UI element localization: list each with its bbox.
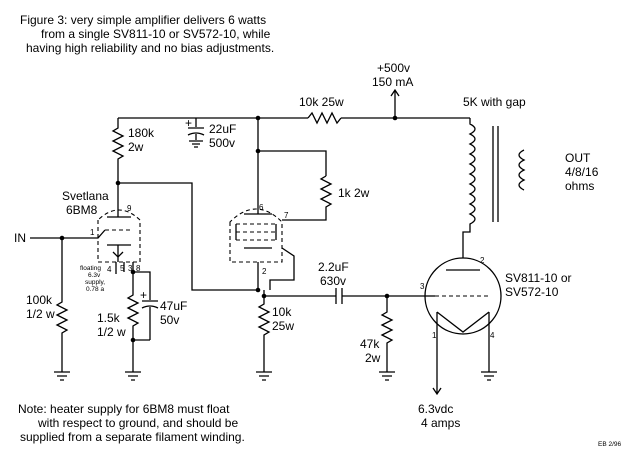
- junction-dot: [392, 115, 398, 121]
- triode-envelope: [97, 209, 141, 263]
- pentode-plate: [244, 151, 272, 215]
- transformer-secondary: [518, 149, 526, 191]
- heater-note-4: 0.78 a: [86, 286, 104, 293]
- r-100k: [55, 238, 69, 372]
- input-label: IN: [14, 231, 26, 245]
- junction-dot: [130, 337, 136, 343]
- pin-9: 9: [127, 204, 132, 213]
- r-1-5k-value: 1.5k: [97, 311, 121, 325]
- junction-dot: [255, 287, 261, 293]
- supply-arrow: [390, 88, 400, 116]
- c-22u-plus: +: [185, 116, 192, 130]
- triode-plate: [107, 183, 131, 218]
- caption-line-3: having high reliability and no bias adju…: [26, 41, 274, 55]
- out-pin-3: 3: [420, 282, 425, 291]
- pentode-grid-stubs: [235, 224, 277, 240]
- cathode-wire: [132, 262, 151, 292]
- heater-supply-current: 4 amps: [421, 416, 460, 430]
- heater-lead: [115, 262, 125, 274]
- r-180k-rating: 2w: [128, 140, 144, 154]
- output-tube-type-a: SV811-10 or: [505, 271, 572, 285]
- r-47k-value: 47k: [360, 337, 380, 351]
- heater-note-3: supply,: [85, 279, 105, 286]
- c-47u-rating: 50v: [160, 313, 179, 327]
- ground-symbol: [125, 371, 141, 381]
- r-10k-top-label: 10k 25w: [299, 95, 344, 109]
- c-2-2u-value: 2.2uF: [318, 260, 349, 274]
- driver-make: Svetlana: [62, 189, 109, 203]
- heater-note-2: 6.3v: [88, 272, 101, 279]
- pentode-envelope: [229, 208, 283, 263]
- r-1-5k-rating: 1/2 w: [97, 325, 126, 339]
- note-line-1: Note: heater supply for 6BM8 must float: [18, 402, 230, 416]
- pentode-g3-strap: [269, 247, 295, 290]
- r-1k: [282, 175, 333, 221]
- c-2-2u: [335, 288, 343, 304]
- triode-heater: [112, 251, 124, 258]
- ground-symbol: [256, 371, 272, 381]
- driver-type: 6BM8: [66, 203, 98, 217]
- pin-6: 6: [259, 203, 264, 212]
- out-pin-1: 1: [432, 331, 437, 340]
- transformer-primary-label: 5K with gap: [463, 95, 526, 109]
- c-47u-plus: +: [140, 288, 147, 302]
- r-10k-bottom-rating: 25w: [272, 319, 294, 333]
- r-100k-rating: 1/2 w: [26, 307, 55, 321]
- note-line-2: with respect to ground, and should be: [37, 416, 238, 430]
- c-22u-value: 22uF: [209, 122, 236, 136]
- c-22u-rating: 500v: [209, 136, 235, 150]
- supply-current: 150 mA: [372, 75, 413, 89]
- ground-symbol: [379, 371, 395, 381]
- c-47u: [141, 292, 159, 340]
- ground-symbol: [54, 371, 70, 381]
- r-1k-label: 1k 2w: [338, 186, 370, 200]
- r-47k: [380, 296, 394, 372]
- r-1-5k: [126, 272, 140, 340]
- heater-note-1: floating: [80, 265, 101, 272]
- signature: EB 2/96: [598, 441, 622, 448]
- pin-5: 5: [120, 264, 125, 273]
- caption-line-1: Figure 3: very simple amplifier delivers…: [20, 13, 266, 27]
- r-180k-value: 180k: [128, 126, 155, 140]
- coupling-wire: [118, 182, 258, 291]
- output-label: OUT: [565, 151, 591, 165]
- pin-8: 8: [136, 264, 141, 273]
- note-line-3: supplied from a separate filament windin…: [20, 430, 245, 444]
- r-47k-rating: 2w: [365, 351, 381, 365]
- pin-2: 2: [262, 267, 267, 276]
- c-22u: [187, 118, 205, 140]
- ground-symbol: [189, 140, 203, 148]
- r-180k: [111, 118, 125, 183]
- cathode-return: [132, 339, 150, 372]
- output-unit: ohms: [565, 179, 594, 193]
- pin-7: 7: [284, 211, 289, 220]
- c-47u-value: 47uF: [160, 299, 187, 313]
- plate-feed: [257, 118, 327, 176]
- triode-grid-lead: [62, 229, 106, 239]
- c-2-2u-rating: 630v: [320, 274, 346, 288]
- r-10k-bottom: [257, 296, 271, 372]
- out-pin-4: 4: [490, 331, 495, 340]
- out-pin-2: 2: [480, 256, 485, 265]
- supply-voltage: +500v: [377, 61, 410, 75]
- r-10k-top: [307, 111, 342, 125]
- filament-lead-1: [432, 312, 442, 396]
- r-100k-value: 100k: [26, 293, 53, 307]
- output-tube-type-b: SV572-10: [505, 285, 559, 299]
- triode-cathode: [107, 244, 131, 262]
- r-10k-bottom-value: 10k: [272, 305, 292, 319]
- output-tube-filament: [436, 311, 490, 333]
- coupling-line: [263, 290, 336, 297]
- pin-4: 4: [107, 265, 112, 274]
- heater-supply-voltage: 6.3vdc: [418, 402, 453, 416]
- output-taps: 4/8/16: [565, 165, 599, 179]
- transformer-primary: [462, 118, 476, 258]
- pin-1: 1: [90, 228, 95, 237]
- ground-symbol: [481, 371, 497, 381]
- transformer-core: [492, 126, 499, 222]
- pin-3: 3: [128, 264, 133, 273]
- caption-line-2: from a single SV811-10 or SV572-10, whil…: [41, 27, 271, 41]
